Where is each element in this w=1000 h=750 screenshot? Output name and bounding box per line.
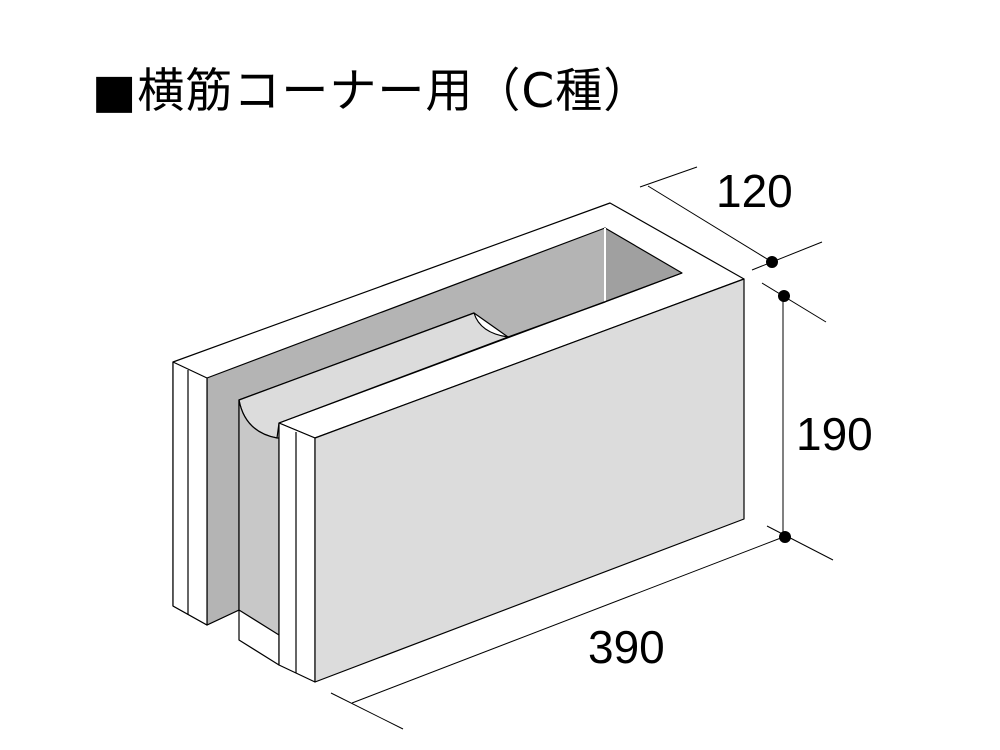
front-face [314, 278, 745, 683]
dimension-lines [330, 166, 834, 730]
front-end-face [278, 422, 316, 683]
length-dimension-label: 390 [588, 621, 665, 673]
dimension-dot [778, 290, 790, 302]
depth-dimension-label: 120 [716, 165, 793, 217]
left-end-face [172, 361, 208, 626]
dimension-dot [766, 256, 778, 268]
dimension-dot [779, 531, 791, 543]
height-dimension-label: 190 [796, 408, 873, 460]
diagram-title: ■横筋コーナー用（C種） [92, 64, 652, 119]
